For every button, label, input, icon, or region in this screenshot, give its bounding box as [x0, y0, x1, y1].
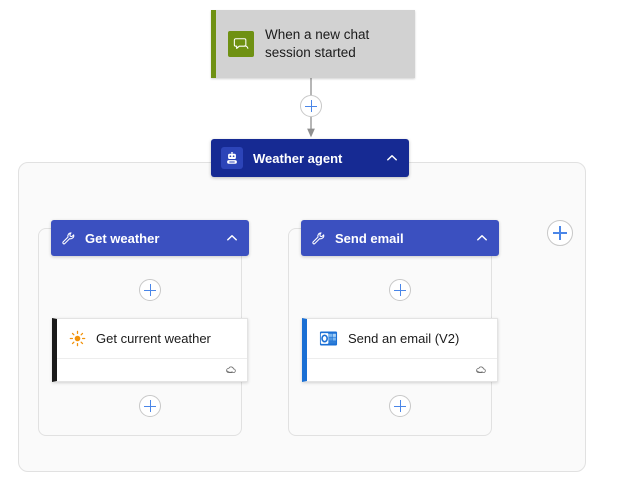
chevron-up-icon[interactable]	[225, 231, 239, 245]
chevron-up-icon[interactable]	[475, 231, 489, 245]
robot-icon	[221, 147, 243, 169]
action-card-get-current-weather[interactable]: Get current weather	[52, 318, 248, 382]
tool-title: Send email	[335, 230, 404, 246]
tool-header-get-weather[interactable]: Get weather	[51, 220, 249, 256]
wrench-icon	[61, 231, 76, 246]
action-card-header: Get current weather	[57, 319, 247, 359]
action-card-footer	[307, 359, 497, 382]
agent-header-weather-agent[interactable]: Weather agent	[211, 139, 409, 177]
chat-bubble-icon	[228, 31, 254, 57]
tool-header-send-email[interactable]: Send email	[301, 220, 499, 256]
tool-title: Get weather	[85, 230, 160, 246]
action-label: Send an email (V2)	[348, 331, 460, 346]
add-step-after-trigger-button[interactable]	[300, 95, 322, 117]
connector-cloud-icon[interactable]	[475, 364, 488, 377]
outlook-icon	[319, 329, 338, 348]
chevron-up-icon[interactable]	[385, 151, 399, 165]
add-step-above-get-current-weather-button[interactable]	[139, 279, 161, 301]
trigger-label: When a new chat session started	[265, 26, 370, 60]
wrench-icon	[311, 231, 326, 246]
agent-title: Weather agent	[253, 150, 343, 166]
add-agent-tool-button[interactable]	[547, 220, 573, 246]
action-card-send-an-email[interactable]: Send an email (V2)	[302, 318, 498, 382]
action-card-header: Send an email (V2)	[307, 319, 497, 359]
add-step-below-send-an-email-button[interactable]	[389, 395, 411, 417]
action-label: Get current weather	[96, 331, 211, 346]
action-card-footer	[57, 359, 247, 382]
connector-cloud-icon[interactable]	[225, 364, 238, 377]
trigger-node[interactable]: When a new chat session started	[211, 10, 415, 78]
add-step-below-get-current-weather-button[interactable]	[139, 395, 161, 417]
add-step-above-send-an-email-button[interactable]	[389, 279, 411, 301]
sun-icon	[69, 330, 86, 347]
